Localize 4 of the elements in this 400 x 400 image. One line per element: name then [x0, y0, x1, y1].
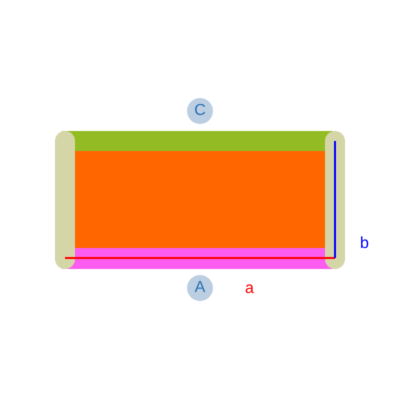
marker-circle: C [187, 98, 213, 124]
marker-circle: A [187, 275, 213, 301]
dimension-label: a [245, 280, 254, 298]
dimension-label: b [360, 235, 369, 253]
